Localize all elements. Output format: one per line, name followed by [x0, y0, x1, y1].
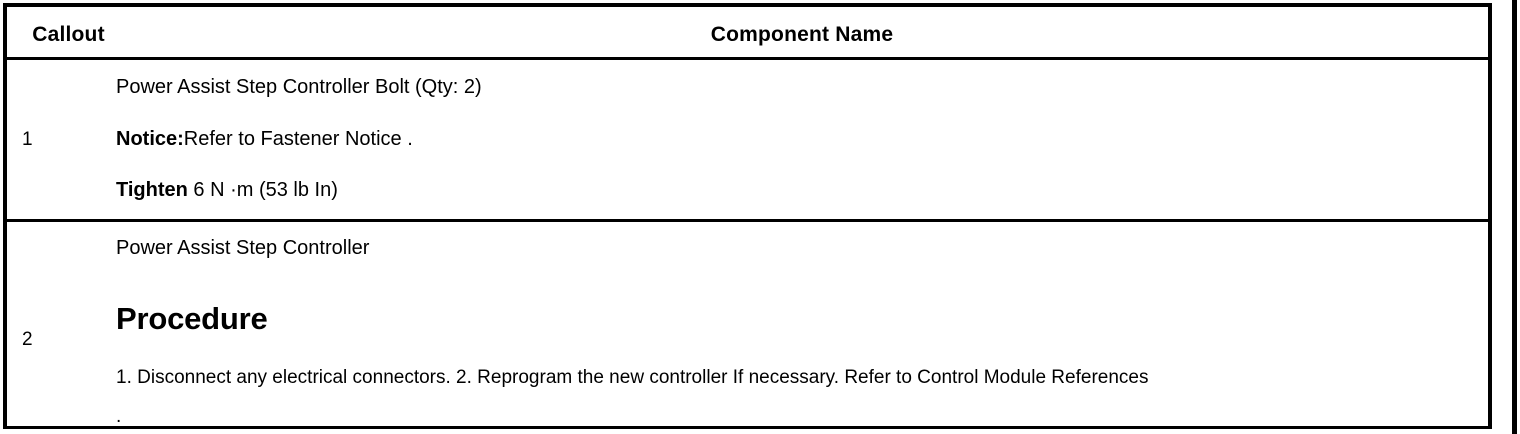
parts-table: Callout Component Name 1 Power Assist St…: [7, 7, 1488, 426]
tighten-label: Tighten: [116, 178, 188, 201]
cell-component-1: Power Assist Step Controller Bolt (Qty: …: [116, 58, 1488, 222]
header-cell-component: Component Name: [116, 7, 1488, 60]
torque-line: Tighten 6 N ·m (53 lb In): [116, 149, 1488, 200]
table-row: 1 Power Assist Step Controller Bolt (Qty…: [7, 58, 1488, 222]
procedure-body-continuation: .: [116, 405, 122, 427]
header-cell-callout: Callout: [7, 7, 116, 60]
column-header-callout: Callout: [32, 23, 105, 46]
cell-callout-1: 1: [7, 58, 116, 222]
page-edge-rule: [1512, 0, 1517, 434]
notice-line: Notice:Refer to Fastener Notice .: [116, 97, 1488, 149]
table-header-row: Callout Component Name: [7, 7, 1488, 60]
notice-label: Notice:: [116, 127, 184, 150]
notice-text: Refer to Fastener Notice .: [183, 127, 413, 150]
cell-callout-2: 2: [7, 220, 116, 426]
column-header-component-name: Component Name: [710, 23, 894, 46]
component-title: Power Assist Step Controller Bolt (Qty: …: [116, 75, 482, 98]
parts-table-container: Callout Component Name 1 Power Assist St…: [3, 3, 1492, 429]
table-row: 2 Power Assist Step Controller Procedure…: [7, 220, 1488, 426]
tighten-value: 6 N ·m (53 lb In): [187, 178, 338, 201]
component-title: Power Assist Step Controller: [116, 236, 370, 259]
callout-number: 1: [22, 128, 33, 150]
procedure-heading: Procedure: [116, 300, 268, 336]
cell-component-2: Power Assist Step Controller Procedure 1…: [116, 220, 1488, 426]
callout-number: 2: [22, 328, 33, 350]
procedure-body: 1. Disconnect any electrical connectors.…: [116, 366, 1149, 388]
